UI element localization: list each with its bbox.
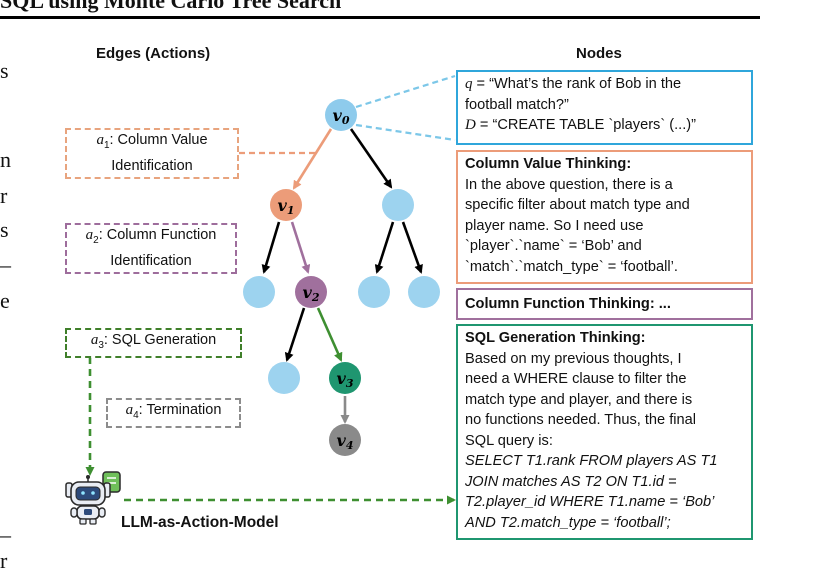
question-text: = “What’s the rank of Bob in the xyxy=(472,76,682,92)
tree-node xyxy=(268,362,300,394)
node-v3 xyxy=(329,362,361,394)
column-function-heading: Column Function Thinking: ... xyxy=(465,296,671,312)
action-sub: 3 xyxy=(98,339,104,351)
node-v1-label: v1 xyxy=(278,196,295,217)
action-sub: 4 xyxy=(133,409,139,421)
node-v2 xyxy=(295,276,327,308)
question-var: q xyxy=(465,76,473,92)
edge-right-left xyxy=(374,221,395,274)
node-v0-label: v0 xyxy=(333,106,350,127)
header-rule xyxy=(0,16,760,19)
edge-v0-v1 xyxy=(292,128,333,190)
llm-action-model-label: LLM-as-Action-Model xyxy=(121,514,279,531)
margin-fragment: n xyxy=(0,147,11,172)
thinking-line: match type and player, and there is xyxy=(465,391,693,408)
thinking-line: `player`.`name` = ‘Bob’ and xyxy=(465,238,642,254)
node-v4-label: v4 xyxy=(337,431,354,452)
sql-line: AND T2.match_type = ‘football’; xyxy=(465,514,671,531)
edge-v1-v2 xyxy=(290,221,311,274)
margin-fragment: s xyxy=(0,217,9,242)
action-var: a xyxy=(96,132,104,148)
action-sql-generation: a3: SQL Generation xyxy=(65,328,242,358)
state-node-box: q = “What’s the rank of Bob in the footb… xyxy=(456,70,753,145)
edge-v2-left xyxy=(284,307,306,362)
thinking-line: need a WHERE clause to filter the xyxy=(465,371,687,387)
thinking-line: specific filter about match type and xyxy=(465,197,690,213)
margin-fragment: s xyxy=(0,58,9,83)
margin-fragment: e xyxy=(0,288,10,313)
sql-line: SELECT T1.rank FROM players AS T1 xyxy=(465,453,718,469)
column-value-thinking-box: Column Value Thinking: In the above ques… xyxy=(456,150,753,284)
action-var: a xyxy=(90,332,99,349)
action-label: : SQL Generation xyxy=(103,332,217,349)
thinking-line: no functions needed. Thus, the final xyxy=(465,412,696,428)
margin-fragment: r xyxy=(0,183,8,208)
column-value-heading: Column Value Thinking: xyxy=(465,156,632,172)
root-to-state-connector xyxy=(355,123,456,142)
node-v3-label: v3 xyxy=(337,369,354,390)
thinking-line: player name. So I need use xyxy=(465,217,644,234)
action-label: : Column Function xyxy=(98,227,217,243)
edges-heading: Edges (Actions) xyxy=(96,45,211,62)
action-var: a xyxy=(125,402,134,419)
edge-v2-v3 xyxy=(316,307,343,362)
edge-right-right xyxy=(401,221,423,274)
thinking-line: Based on my previous thoughts, I xyxy=(465,350,682,367)
action-column-value: a1: Column Value Identification xyxy=(65,128,239,179)
root-to-state-connector xyxy=(355,74,456,109)
thinking-line: In the above question, there is a xyxy=(465,176,673,193)
action-termination: a4: Termination xyxy=(106,398,241,428)
action-column-function: a2: Column Function Identification xyxy=(65,223,237,274)
tree-node xyxy=(408,276,440,308)
edge-v1-left xyxy=(261,221,281,274)
margin-fragment: – xyxy=(0,522,11,547)
action-var: a xyxy=(85,227,94,243)
action-label: : Column Value xyxy=(109,132,208,148)
node-v2-label: v2 xyxy=(303,283,320,304)
nodes-heading: Nodes xyxy=(576,45,622,62)
tree-node xyxy=(243,276,275,308)
margin-fragment: r xyxy=(0,548,8,573)
action-label: : Termination xyxy=(138,402,222,419)
node-v1 xyxy=(270,189,302,221)
sql-line: T2.player_id WHERE T1.name = ‘Bob’ xyxy=(465,494,715,510)
action-sub: 2 xyxy=(93,234,99,246)
sql-generation-heading: SQL Generation Thinking: xyxy=(465,330,646,346)
section-title: SQL using Monte Carlo Tree Search xyxy=(0,0,342,13)
action-label-line2: Identification xyxy=(110,252,192,269)
schema-text: = “CREATE TABLE `players` (...)” xyxy=(475,117,697,133)
node-v4 xyxy=(329,424,361,456)
node-v0 xyxy=(325,99,357,131)
question-text-line2: football match?” xyxy=(465,96,569,113)
tree-node xyxy=(358,276,390,308)
thinking-line: SQL query is: xyxy=(465,432,553,449)
column-function-thinking-box: Column Function Thinking: ... xyxy=(456,288,753,320)
tree-node xyxy=(382,189,414,221)
edge-v0-right xyxy=(349,128,393,189)
robot-icon xyxy=(65,471,121,525)
action-sub: 1 xyxy=(103,139,110,151)
sql-line: JOIN matches AS T2 ON T1.id = xyxy=(465,473,677,490)
schema-var: D xyxy=(465,117,476,133)
thinking-line: `match`.`match_type` = ‘football’. xyxy=(465,258,678,275)
sql-generation-thinking-box: SQL Generation Thinking: Based on my pre… xyxy=(456,324,753,540)
margin-fragment: – xyxy=(0,252,11,277)
action-label-line2: Identification xyxy=(111,157,193,174)
